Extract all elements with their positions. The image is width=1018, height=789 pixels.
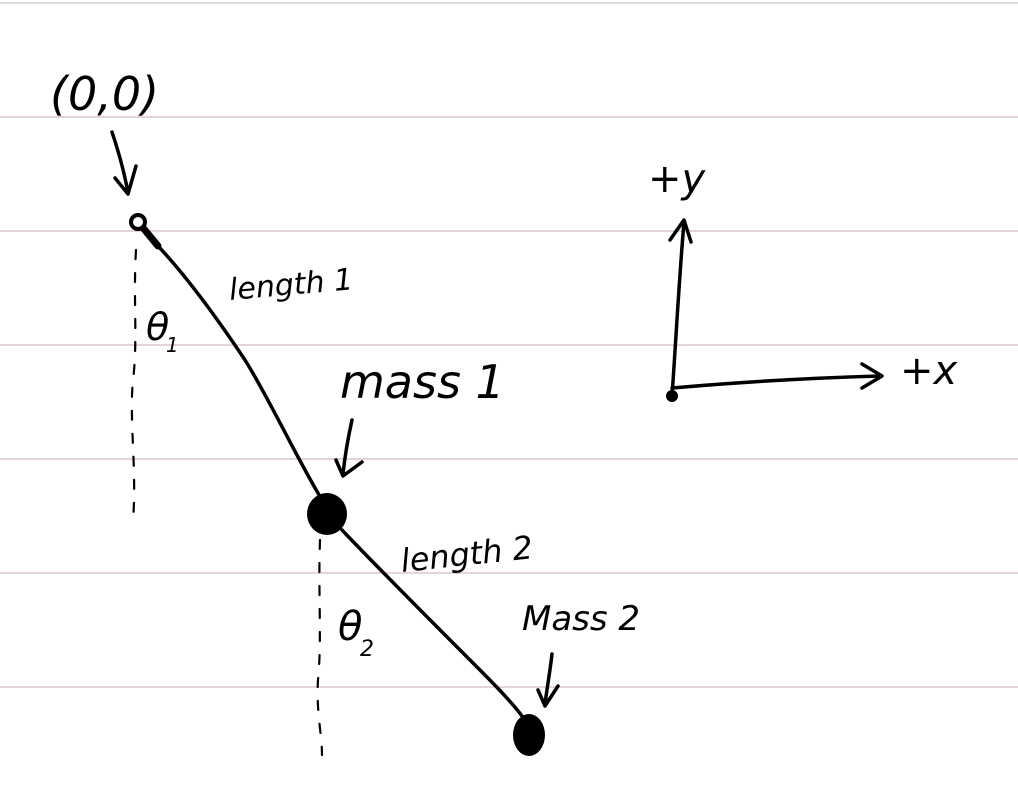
pivot-point	[129, 213, 162, 250]
origin-arrow	[110, 130, 138, 196]
theta-2-subscript: 2	[360, 637, 374, 662]
coordinate-axes	[666, 218, 884, 402]
rod-1	[156, 244, 324, 502]
x-axis-arrow	[670, 374, 882, 390]
rod-2	[340, 528, 524, 718]
vertical-reference-1	[130, 248, 138, 522]
theta-1-symbol: θ	[146, 305, 169, 349]
origin-label: (0,0)	[50, 67, 159, 121]
theta-2-symbol: θ	[338, 604, 362, 650]
mass-2-label: Mass 2	[522, 599, 640, 639]
length-2-label: length 2	[399, 528, 535, 580]
x-axis-label: +x	[900, 348, 958, 394]
mass-1-arrow	[334, 418, 364, 478]
length-1-label: length 1	[228, 262, 355, 308]
y-axis-arrow	[670, 220, 686, 398]
y-axis-label: +y	[648, 156, 707, 202]
theta-1-subscript: 1	[166, 333, 179, 357]
ruled-paper-lines	[0, 2, 1018, 688]
mass-2-arrow	[536, 652, 560, 708]
mass-1-label: mass 1	[340, 355, 505, 409]
vertical-reference-2	[316, 538, 324, 757]
mass-1-bob	[307, 493, 347, 535]
mass-2-bob	[513, 714, 545, 756]
